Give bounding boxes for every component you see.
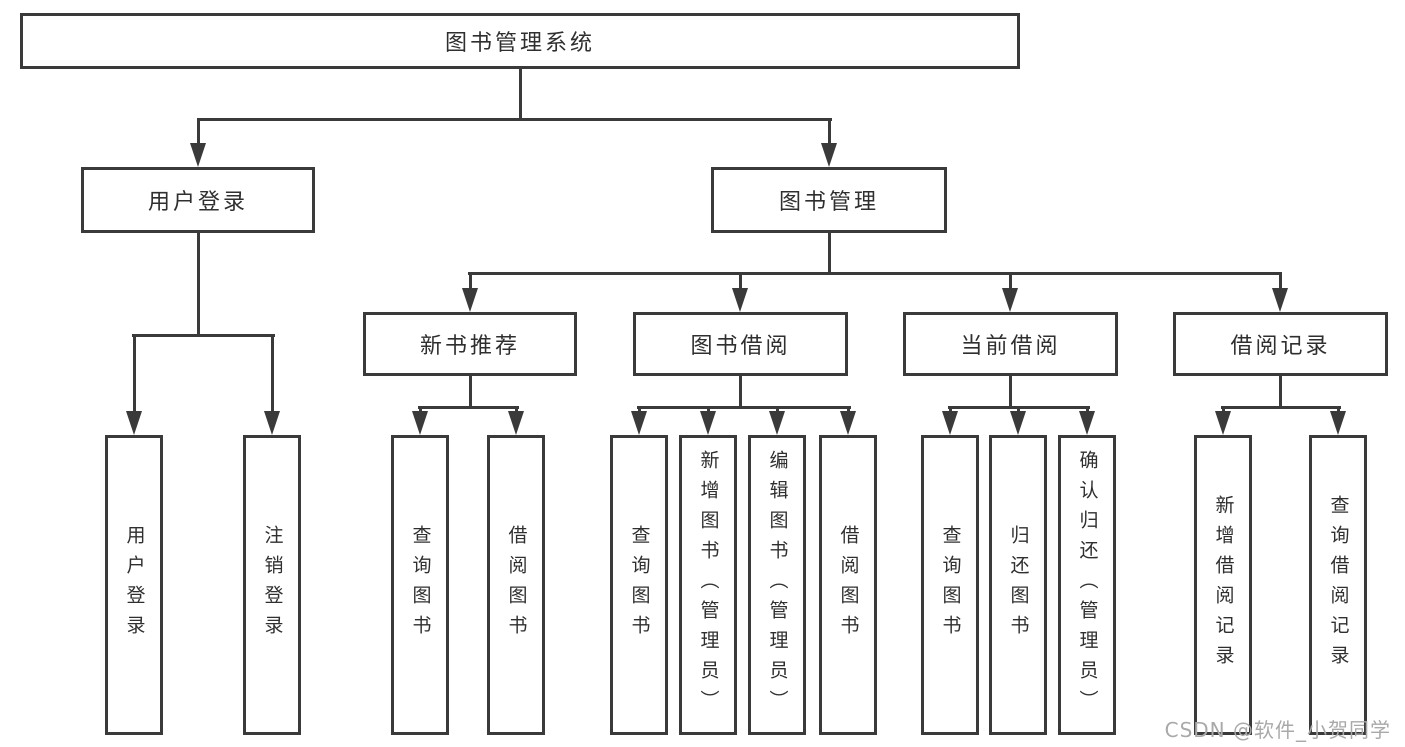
connector-drop-current-query: [949, 406, 952, 414]
arrowhead-book-borrow: [732, 288, 748, 312]
arrowhead-record-add: [1215, 411, 1231, 435]
arrowhead-new-book: [462, 288, 478, 312]
leaf-user-login: 用户登录: [105, 435, 163, 735]
node-user-login-label: 用户登录: [147, 190, 248, 215]
connector-drop-newbook-query: [419, 406, 422, 414]
node-book-management: 图书管理: [711, 167, 947, 233]
connector-new-book-bus: [418, 406, 519, 409]
connector-drop-current-return: [1017, 406, 1020, 414]
arrowhead-borrow-book: [840, 411, 856, 435]
arrowhead-borrow-record: [1272, 288, 1288, 312]
leaf-record-query-label: 查询借阅记录: [1327, 495, 1350, 675]
node-user-login: 用户登录: [81, 167, 315, 233]
connector-user-login-bus: [132, 334, 275, 337]
leaf-current-confirm-admin: 确认归还（管理员）: [1058, 435, 1116, 735]
connector-book-management-bus: [468, 272, 1282, 275]
arrowhead-leaf-logout: [264, 411, 280, 435]
connector-drop-current-confirm: [1086, 406, 1089, 414]
node-book-borrow: 图书借阅: [633, 312, 848, 376]
connector-book-management-stem: [828, 232, 831, 272]
leaf-newbook-borrow: 借阅图书: [487, 435, 545, 735]
leaf-current-query-label: 查询图书: [939, 525, 962, 645]
node-book-borrow-label: 图书借阅: [690, 334, 791, 359]
connector-drop-book-management: [828, 118, 831, 144]
node-root: 图书管理系统: [20, 13, 1020, 69]
leaf-borrow-add-admin: 新增图书（管理员）: [679, 435, 737, 735]
arrowhead-book-management: [821, 143, 837, 167]
arrowhead-leaf-user-login: [126, 411, 142, 435]
leaf-borrow-edit-admin: 编辑图书（管理员）: [748, 435, 806, 735]
node-new-book-recommend: 新书推荐: [363, 312, 577, 376]
leaf-borrow-edit-admin-label: 编辑图书（管理员）: [766, 450, 789, 720]
leaf-logout-label: 注销登录: [261, 525, 284, 645]
connector-drop-borrow-add: [707, 406, 710, 414]
leaf-current-query: 查询图书: [921, 435, 979, 735]
leaf-current-return-label: 归还图书: [1007, 525, 1030, 645]
node-current-borrow: 当前借阅: [903, 312, 1118, 376]
connector-drop-current-borrow: [1009, 272, 1012, 290]
node-borrow-record: 借阅记录: [1173, 312, 1388, 376]
leaf-record-query: 查询借阅记录: [1309, 435, 1367, 735]
node-current-borrow-label: 当前借阅: [960, 334, 1061, 359]
connector-drop-borrow-edit: [776, 406, 779, 414]
connector-drop-leaf-logout: [271, 334, 274, 411]
connector-new-book-stem: [469, 376, 472, 409]
leaf-current-return: 归还图书: [989, 435, 1047, 735]
connector-drop-new-book: [469, 272, 472, 290]
connector-drop-borrow-query: [638, 406, 641, 414]
arrowhead-borrow-add: [700, 411, 716, 435]
leaf-borrow-book-label: 借阅图书: [837, 525, 860, 645]
arrowhead-current-query: [942, 411, 958, 435]
leaf-current-confirm-admin-label: 确认归还（管理员）: [1076, 450, 1099, 720]
arrowhead-newbook-borrow: [508, 411, 524, 435]
node-new-book-recommend-label: 新书推荐: [419, 334, 520, 359]
connector-root-stem: [519, 68, 522, 118]
leaf-newbook-query: 查询图书: [391, 435, 449, 735]
node-book-management-label: 图书管理: [778, 190, 879, 215]
arrowhead-user-login: [190, 143, 206, 167]
arrowhead-current-borrow: [1002, 288, 1018, 312]
leaf-user-login-label: 用户登录: [123, 525, 146, 645]
arrowhead-borrow-query: [631, 411, 647, 435]
leaf-newbook-query-label: 查询图书: [409, 525, 432, 645]
connector-drop-book-borrow: [739, 272, 742, 290]
connector-drop-newbook-borrow: [515, 406, 518, 414]
leaf-logout: 注销登录: [243, 435, 301, 735]
node-borrow-record-label: 借阅记录: [1230, 334, 1331, 359]
connector-root-bus: [197, 118, 832, 121]
leaf-record-add: 新增借阅记录: [1194, 435, 1252, 735]
connector-drop-user-login: [197, 118, 200, 144]
connector-drop-borrow-book: [847, 406, 850, 414]
connector-drop-borrow-record: [1279, 272, 1282, 290]
connector-drop-leaf-user-login: [133, 334, 136, 411]
node-root-label: 图书管理系统: [444, 31, 595, 56]
arrowhead-current-confirm: [1079, 411, 1095, 435]
connector-book-borrow-stem: [739, 376, 742, 409]
connector-current-stem: [1009, 376, 1012, 409]
arrowhead-borrow-edit: [769, 411, 785, 435]
leaf-record-add-label: 新增借阅记录: [1212, 495, 1235, 675]
arrowhead-newbook-query: [412, 411, 428, 435]
csdn-watermark: CSDN @软件_小贺同学: [1164, 718, 1391, 742]
connector-book-borrow-bus: [637, 406, 851, 409]
leaf-borrow-query-label: 查询图书: [628, 525, 651, 645]
connector-drop-record-query: [1337, 406, 1340, 414]
connector-record-stem: [1279, 376, 1282, 409]
connector-user-login-stem: [197, 232, 200, 334]
leaf-borrow-add-admin-label: 新增图书（管理员）: [697, 450, 720, 720]
arrowhead-record-query: [1330, 411, 1346, 435]
leaf-newbook-borrow-label: 借阅图书: [505, 525, 528, 645]
leaf-borrow-query: 查询图书: [610, 435, 668, 735]
connector-drop-record-add: [1222, 406, 1225, 414]
arrowhead-current-return: [1010, 411, 1026, 435]
leaf-borrow-book: 借阅图书: [819, 435, 877, 735]
connector-record-bus: [1221, 406, 1341, 409]
